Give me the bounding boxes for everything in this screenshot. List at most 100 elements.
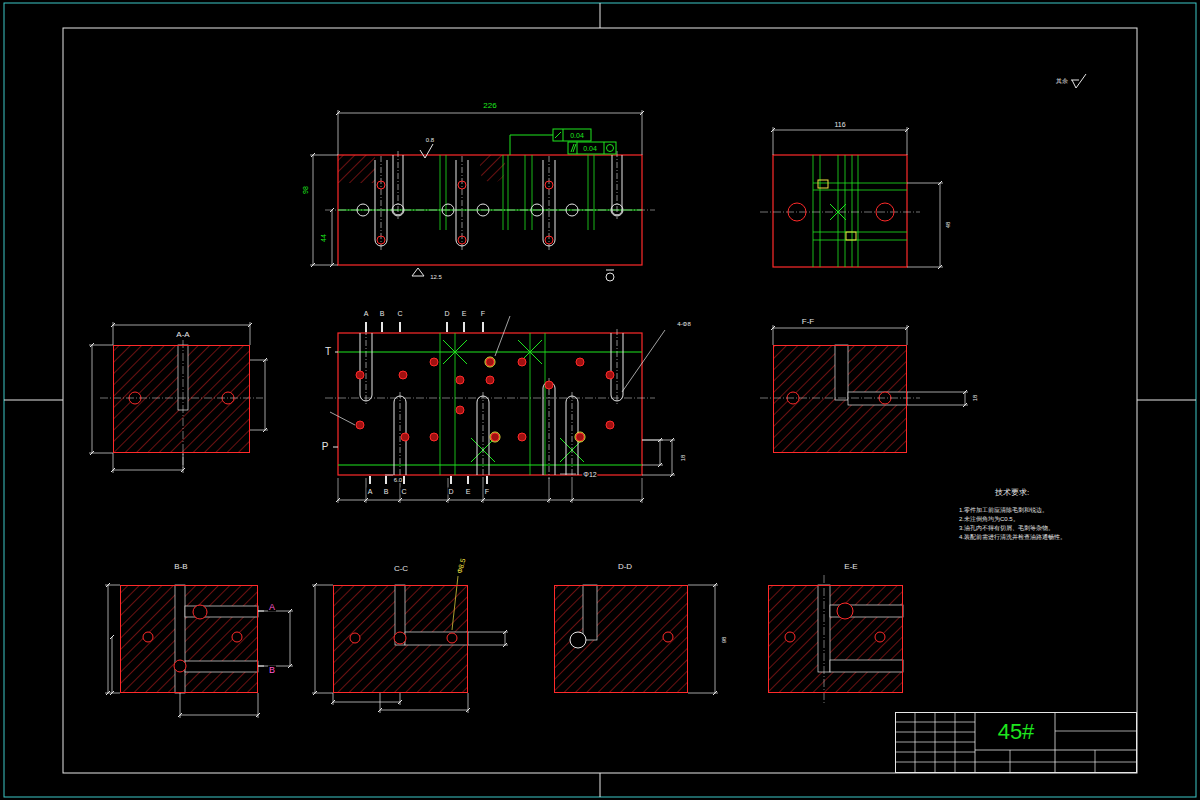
front-view-line xyxy=(338,110,339,155)
section-view-d-circle xyxy=(663,632,673,642)
section-view-b-line xyxy=(110,635,114,639)
plan-view-line xyxy=(335,352,338,353)
sheet-frame-line xyxy=(600,773,601,797)
plan-view-circle xyxy=(456,406,464,414)
section-view-a xyxy=(89,322,268,473)
section-view-c-rect xyxy=(395,585,405,645)
plan-view-circle xyxy=(575,432,585,442)
title-block-line xyxy=(1095,750,1096,773)
section-view-b-line xyxy=(256,713,260,717)
plan-view-circle xyxy=(490,432,500,442)
section-view-b xyxy=(105,583,293,718)
section-view-c-line xyxy=(505,632,506,645)
section-view-f-rect xyxy=(848,392,907,405)
side-view-line xyxy=(813,232,907,233)
roughness-note: 其余 xyxy=(1055,78,1069,84)
section-view: F-F xyxy=(773,345,907,453)
tolerance-frame-line xyxy=(563,129,564,141)
section-view-e xyxy=(768,575,903,705)
section-view-b-line xyxy=(180,715,258,716)
section-letter: D xyxy=(447,488,454,495)
section-view-e-line xyxy=(824,575,825,705)
section-view-e-circle xyxy=(785,632,795,642)
front-view-line xyxy=(311,153,315,157)
plan-view-circle xyxy=(401,433,409,441)
side-view-line xyxy=(845,155,846,267)
section-view-c-line xyxy=(331,700,335,704)
plan-view-line xyxy=(670,438,674,442)
title-block-line xyxy=(915,712,916,773)
plan-view-line xyxy=(660,440,661,465)
sheet-frame xyxy=(4,3,1196,797)
plan-view-line xyxy=(640,498,644,502)
section-view: B-B xyxy=(120,585,258,693)
front-view-line xyxy=(325,210,655,211)
section-title: D-D xyxy=(616,563,634,571)
title-block-line xyxy=(1055,731,1137,732)
section-view-a-line xyxy=(183,340,184,470)
plan-view-line xyxy=(385,476,387,484)
section-title: E-E xyxy=(842,563,859,571)
front-view-line xyxy=(594,155,595,230)
title-block-line xyxy=(955,712,956,773)
section-view-c-line xyxy=(333,702,400,703)
section-view-b-circle xyxy=(143,632,153,642)
side-view-line xyxy=(938,265,942,269)
section-view-c-rect xyxy=(333,585,468,693)
side-view-line xyxy=(813,155,814,267)
front-view-line xyxy=(503,155,504,230)
plan-view-line xyxy=(443,340,467,364)
plan-view-rect xyxy=(338,333,642,475)
plan-view-line xyxy=(467,476,469,484)
technical-note: 3.油孔内不得有切屑、毛刺等杂物。 xyxy=(958,525,1055,531)
section-view-b-rect xyxy=(120,585,258,693)
plan-view-circle xyxy=(486,358,494,366)
side-view-line xyxy=(820,155,821,267)
front-view-line xyxy=(338,113,642,114)
plan-view-circle xyxy=(491,433,499,441)
title-block-line xyxy=(935,712,936,773)
section-view-e-circle xyxy=(875,632,885,642)
front-view-line xyxy=(332,210,333,265)
plan-view-circle xyxy=(430,358,438,366)
dimension: Φ12 xyxy=(582,471,597,478)
side-view-line xyxy=(813,240,907,241)
plan-view-circle xyxy=(518,358,526,366)
dimension: 98 xyxy=(302,185,309,195)
tolerance-frame-line xyxy=(573,144,576,152)
sheet-frame-rect xyxy=(4,3,1196,797)
section-view-c-line xyxy=(398,700,402,704)
section-title: B-B xyxy=(172,563,189,571)
plan-view-circle xyxy=(356,371,364,379)
section-view-a-rect xyxy=(113,345,250,453)
plan-view-line xyxy=(365,322,367,332)
plan-view-line xyxy=(440,333,441,475)
section-view-a-line xyxy=(263,428,267,432)
side-view-line xyxy=(858,155,859,267)
side-view-circle xyxy=(876,203,894,221)
plan-view-line xyxy=(403,476,405,484)
section-view-b-line xyxy=(178,713,182,717)
section-view-f-line xyxy=(963,403,967,407)
plan-view-line xyxy=(495,316,510,356)
side-view-rect xyxy=(846,232,856,240)
roughness-symbol-path xyxy=(1072,74,1086,88)
section-letter: A xyxy=(268,603,276,612)
dimension: 48 xyxy=(945,221,951,230)
front-view-line xyxy=(440,155,441,230)
section-letter: B xyxy=(379,310,386,317)
plan-view-line xyxy=(547,498,551,502)
plan-view-circle xyxy=(576,358,584,366)
plan-view-line xyxy=(333,447,338,448)
tolerance-frame-rect xyxy=(553,129,591,141)
technical-note: 2.未注倒角均为C0.5。 xyxy=(958,516,1020,522)
section-view-d-line xyxy=(688,585,718,586)
section-title: C-C xyxy=(392,565,410,573)
section-view-a-line xyxy=(265,360,266,430)
front-view-line xyxy=(330,263,334,267)
section-view-c-circle xyxy=(447,633,457,643)
title-block-line xyxy=(975,750,1137,751)
sheet-frame-line xyxy=(600,3,601,28)
section-view-c-line xyxy=(503,630,507,634)
